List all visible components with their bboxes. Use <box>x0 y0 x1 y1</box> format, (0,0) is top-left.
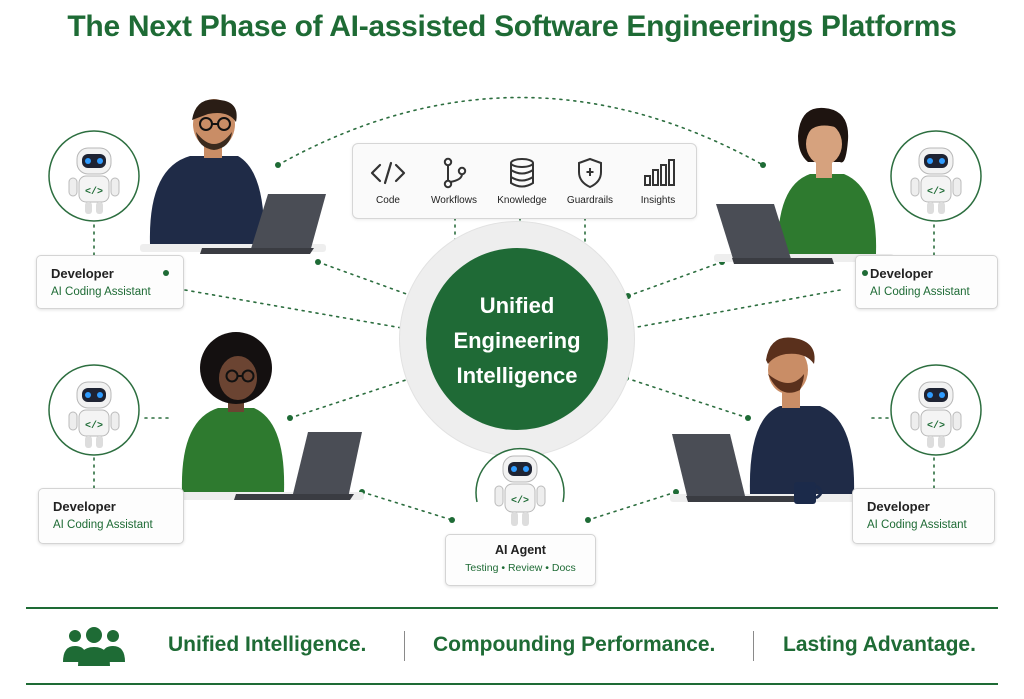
robot-assistant-icon: </> <box>48 364 140 456</box>
tool-label: Guardrails <box>566 195 614 206</box>
robot-assistant-icon: </> <box>890 364 982 456</box>
shield-icon <box>578 157 602 189</box>
capabilities-panel: Code Workflows Knowledge <box>352 143 697 219</box>
hub-label: Unified Engineering Intelligence <box>426 288 608 393</box>
workflow-branch-icon <box>443 157 467 189</box>
card-subtitle: AI Coding Assistant <box>51 286 151 298</box>
tagline-separator <box>404 631 405 661</box>
ai-agent-card: AI Agent Testing • Review • Docs <box>445 534 596 586</box>
status-dot <box>163 270 169 276</box>
developer-card: Developer AI Coding Assistant <box>855 255 998 309</box>
svg-text:</>: </> <box>927 186 945 198</box>
footer-top-rule <box>26 607 998 609</box>
agent-subtitle: Testing • Review • Docs <box>465 562 576 574</box>
tool-code: Code <box>355 156 421 206</box>
bar-chart-icon <box>644 159 675 186</box>
status-dot <box>862 270 868 276</box>
card-subtitle: AI Coding Assistant <box>870 286 970 298</box>
tagline-separator <box>753 631 754 661</box>
tool-guardrails: Guardrails <box>557 156 623 206</box>
code-brackets-icon <box>370 161 406 185</box>
svg-text:</>: </> <box>85 186 103 198</box>
hub-line-3: Intelligence <box>456 363 578 388</box>
svg-text:</>: </> <box>511 495 529 507</box>
tool-label: Insights <box>640 195 676 206</box>
team-icon <box>63 627 125 666</box>
connector-dev1-person <box>317 261 413 297</box>
tool-label: Code <box>376 195 400 206</box>
tagline-lasting-advantage: Lasting Advantage. <box>783 633 976 656</box>
connector-dev3-person <box>289 377 413 419</box>
ai-agent-robot-icon: </> <box>475 448 565 526</box>
tagline-compounding-performance: Compounding Performance. <box>433 633 716 656</box>
footer-bottom-rule <box>26 683 998 685</box>
svg-text:</>: </> <box>927 420 945 432</box>
tool-workflows: Workflows <box>421 156 487 206</box>
developer-person-illustration <box>140 99 326 254</box>
robot-assistant-icon: </> <box>890 130 982 222</box>
connector-dev2-person <box>627 261 723 297</box>
developer-card: Developer AI Coding Assistant <box>36 255 184 309</box>
page-title: The Next Phase of AI-assisted Software E… <box>67 10 957 43</box>
svg-text:</>: </> <box>85 420 103 432</box>
top-arc-connector <box>277 96 764 166</box>
developer-card: Developer AI Coding Assistant <box>38 488 184 544</box>
tool-label: Knowledge <box>497 195 547 206</box>
card-title: Developer <box>53 499 116 514</box>
card-subtitle: AI Coding Assistant <box>867 519 967 531</box>
hub-line-2: Engineering <box>453 328 581 353</box>
hub-line-1: Unified <box>479 293 555 318</box>
connector-dev3-card <box>361 491 453 521</box>
connector-dev4-card <box>587 491 677 521</box>
card-title: Developer <box>870 266 933 281</box>
developer-person-illustration <box>670 337 880 504</box>
unified-intelligence-hub: Unified Engineering Intelligence <box>426 248 608 430</box>
connector-dev4-person <box>625 377 749 419</box>
tool-insights: Insights <box>625 156 691 206</box>
tool-label: Workflows <box>431 195 477 206</box>
card-title: Developer <box>867 499 930 514</box>
card-subtitle: AI Coding Assistant <box>53 519 153 531</box>
developer-card: Developer AI Coding Assistant <box>852 488 995 544</box>
developer-person-illustration <box>164 332 364 500</box>
agent-title: AI Agent <box>495 543 546 557</box>
tagline-unified-intelligence: Unified Intelligence. <box>168 633 367 656</box>
database-icon <box>510 158 534 188</box>
connector-dev1-card <box>184 289 403 329</box>
card-title: Developer <box>51 266 114 281</box>
connector-dev2-card <box>631 289 841 329</box>
tool-knowledge: Knowledge <box>489 156 555 206</box>
developer-person-illustration <box>714 107 894 264</box>
robot-assistant-icon: </> <box>48 130 140 222</box>
